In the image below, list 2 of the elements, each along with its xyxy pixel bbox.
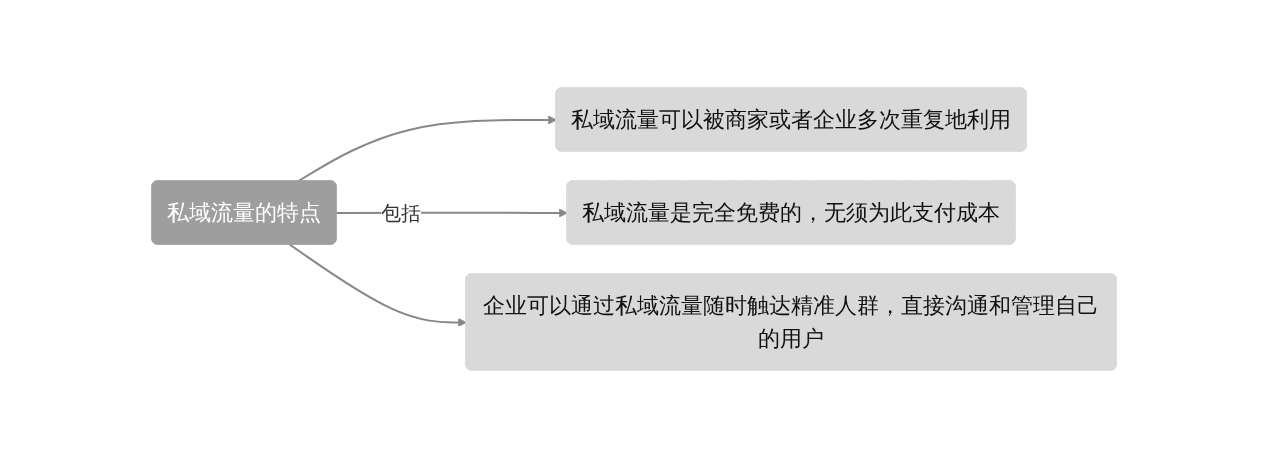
edge-label: 包括 <box>380 200 421 224</box>
arrow <box>288 243 467 327</box>
